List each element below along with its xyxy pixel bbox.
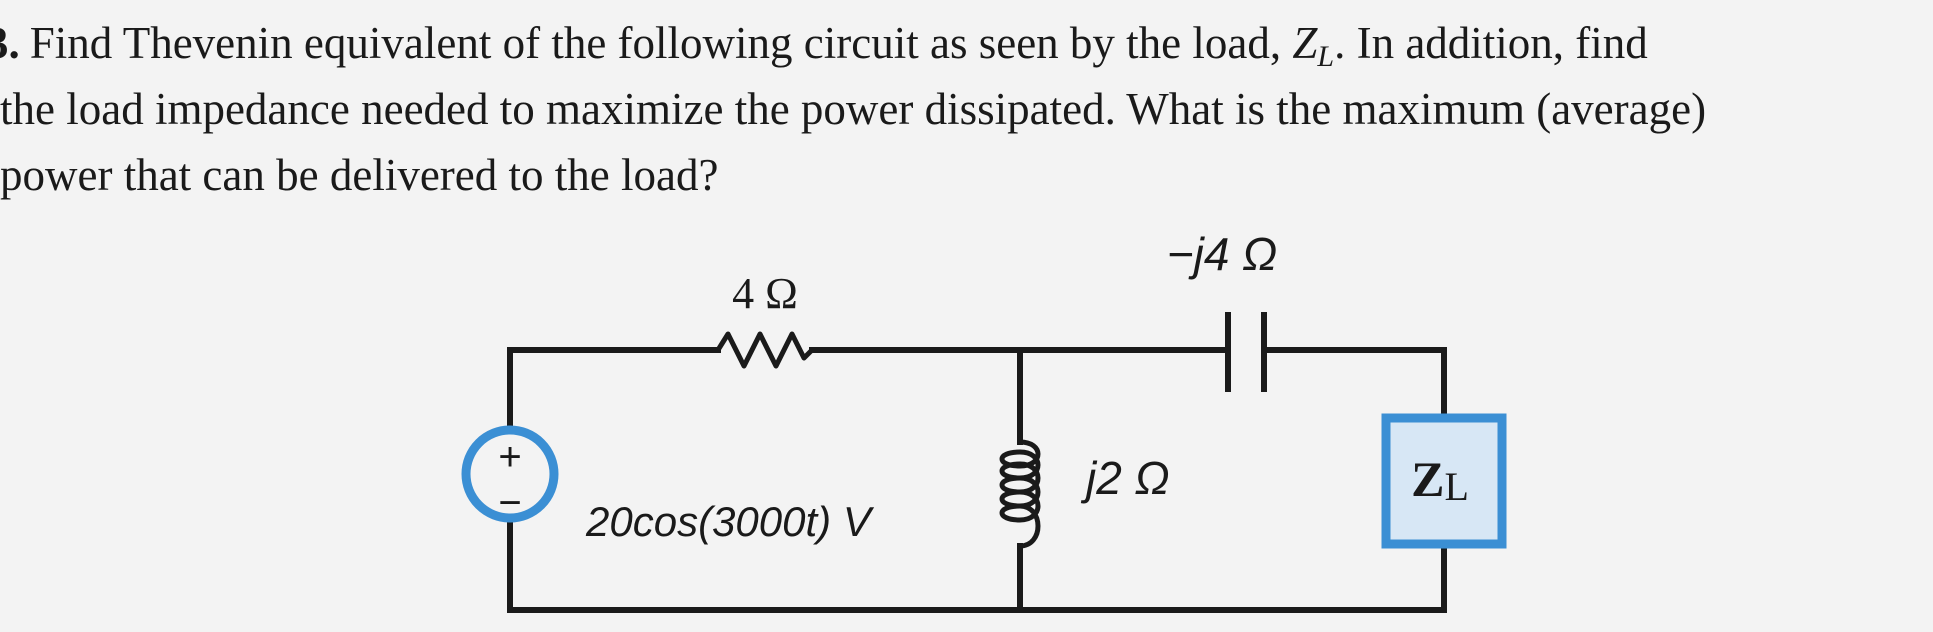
load-impedance-box — [1381, 413, 1507, 549]
inductor-symbol — [999, 439, 1041, 549]
resistor-label: 4 Ω — [732, 269, 798, 318]
problem-statement: 3.Find Thevenin equivalent of the follow… — [0, 10, 1925, 208]
voltage-source-symbol — [461, 425, 559, 523]
circuit-wires — [507, 347, 1447, 613]
problem-line-2: the load impedance needed to maximize th… — [0, 84, 1707, 134]
problem-number: 3. — [0, 18, 20, 68]
resistor-symbol — [715, 331, 814, 369]
load-label-sub: L — [1444, 464, 1468, 509]
problem-line-1: 3.Find Thevenin equivalent of the follow… — [0, 10, 1925, 76]
load-label-main: Z — [1411, 451, 1444, 507]
capacitor-label: −j4 Ω — [1167, 228, 1277, 280]
load-label: ZL — [1411, 451, 1469, 509]
load-symbol: Z — [1292, 18, 1318, 68]
problem-text-1b: . In addition, find — [1334, 18, 1648, 68]
source-plus-sign: + — [498, 435, 521, 479]
inductor-label: j2 Ω — [1080, 452, 1170, 504]
source-label: 20cos(3000t) V — [585, 498, 875, 545]
problem-text-1a: Find Thevenin equivalent of the followin… — [29, 18, 1293, 68]
source-minus-sign: − — [498, 481, 521, 525]
problem-line-3: power that can be delivered to the load? — [0, 150, 719, 200]
load-subscript: L — [1317, 40, 1335, 73]
capacitor-symbol — [1225, 312, 1267, 392]
